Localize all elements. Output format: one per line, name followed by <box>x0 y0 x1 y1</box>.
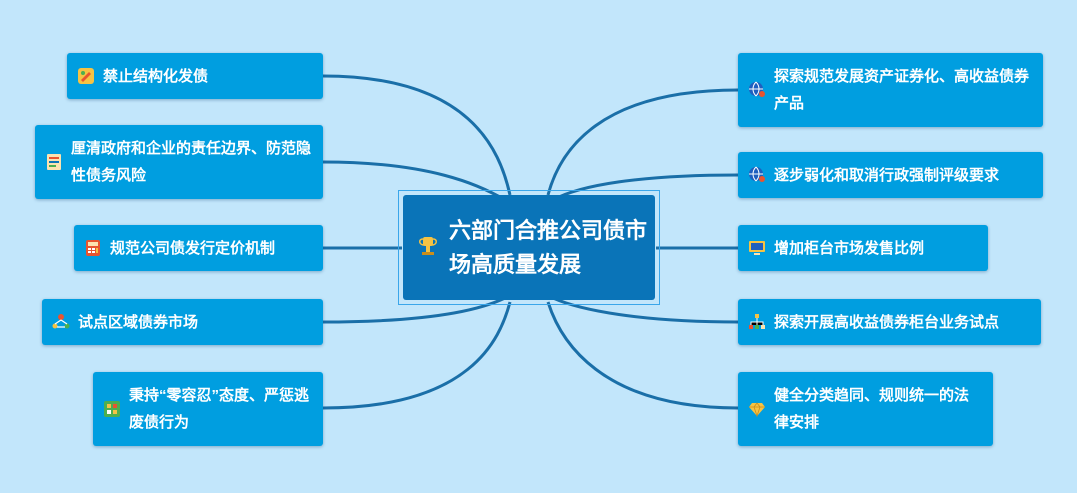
branch-label: 秉持“零容忍”态度、严惩逃废债行为 <box>129 387 310 431</box>
connector-right-4 <box>552 296 739 324</box>
connector-left-1 <box>322 74 512 196</box>
branch-label: 增加柜台市场发售比例 <box>774 239 925 257</box>
branch-label: 禁止结构化发债 <box>103 67 209 85</box>
trophy-icon <box>417 236 439 260</box>
connector-left-4 <box>322 296 506 324</box>
branch-right-2[interactable]: 逐步弱化和取消行政强制评级要求 <box>738 152 1043 198</box>
branch-label: 试点区域债券市场 <box>78 313 199 331</box>
monitor-icon <box>748 239 766 257</box>
connector-right-5 <box>546 301 739 410</box>
branch-label: 探索规范发展资产证券化、高收益债券产品 <box>774 68 1030 112</box>
root-node-frame: 六部门合推公司债市场高质量发展 <box>398 190 660 305</box>
branch-right-5[interactable]: 健全分类趋同、规则统一的法律安排 <box>738 372 993 446</box>
branch-left-3[interactable]: 规范公司债发行定价机制 <box>74 225 323 271</box>
branch-left-2[interactable]: 厘清政府和企业的责任边界、防范隐性债务风险 <box>35 125 323 199</box>
branch-label: 厘清政府和企业的责任边界、防范隐性债务风险 <box>71 140 312 184</box>
branch-label: 健全分类趋同、规则统一的法律安排 <box>774 387 970 431</box>
branch-left-4[interactable]: 试点区域债券市场 <box>42 299 323 345</box>
branch-right-1[interactable]: 探索规范发展资产证券化、高收益债券产品 <box>738 53 1043 127</box>
network-people-icon <box>52 313 70 331</box>
connector-left-2 <box>322 160 506 202</box>
branch-label: 逐步弱化和取消行政强制评级要求 <box>774 166 1000 184</box>
pencil-note-icon <box>77 67 95 85</box>
branch-right-3[interactable]: 增加柜台市场发售比例 <box>738 225 988 271</box>
root-label: 六部门合推公司债市场高质量发展 <box>449 217 648 277</box>
root-node[interactable]: 六部门合推公司债市场高质量发展 <box>403 195 655 300</box>
globe-person-icon <box>748 81 766 99</box>
branch-right-4[interactable]: 探索开展高收益债券柜台业务试点 <box>738 299 1041 345</box>
checklist-icon <box>103 400 121 418</box>
connector-left-5 <box>322 301 512 410</box>
org-chart-icon <box>748 313 766 331</box>
branch-label: 规范公司债发行定价机制 <box>110 239 276 257</box>
branch-left-5[interactable]: 秉持“零容忍”态度、严惩逃废债行为 <box>93 372 323 446</box>
diamond-icon <box>748 400 766 418</box>
branch-label: 探索开展高收益债券柜台业务试点 <box>774 313 1000 331</box>
connector-right-1 <box>546 88 739 196</box>
connector-right-2 <box>552 173 739 202</box>
branch-left-1[interactable]: 禁止结构化发债 <box>67 53 323 99</box>
calculator-icon <box>84 239 102 257</box>
document-list-icon <box>45 153 63 171</box>
globe-person-icon <box>748 166 766 184</box>
